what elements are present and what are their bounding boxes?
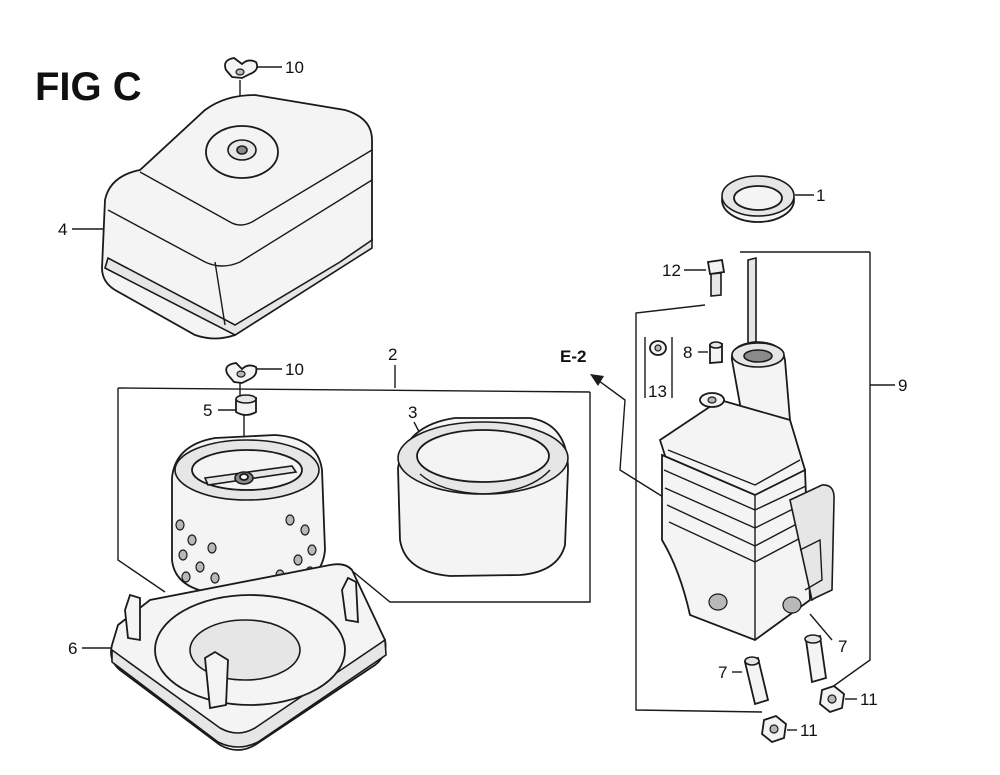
callout-11-right: 11: [860, 690, 878, 709]
reference-arrowhead: [590, 374, 604, 386]
breather-tube-left[interactable]: [743, 656, 770, 706]
bolt[interactable]: [706, 258, 726, 297]
air-cleaner-base[interactable]: [110, 563, 387, 751]
nut-left[interactable]: [761, 714, 787, 744]
callout-6: 6: [68, 639, 77, 658]
clip[interactable]: [649, 340, 667, 356]
callout-8: 8: [683, 343, 692, 362]
air-cleaner-cover[interactable]: [101, 94, 373, 340]
callout-labels: 10 4 10 2 5 3 6 1 12 8 13 9 7 7 11 11 E-…: [58, 58, 907, 740]
reference-e2: E-2: [560, 347, 586, 366]
elbow-case[interactable]: [658, 256, 835, 642]
callout-7-left: 7: [718, 663, 727, 682]
wing-nut-top[interactable]: [224, 57, 259, 79]
callout-10-top: 10: [285, 58, 304, 77]
callout-1: 1: [816, 186, 825, 205]
seal-ring[interactable]: [721, 175, 795, 223]
nut-right[interactable]: [819, 684, 845, 714]
callout-13: 13: [648, 382, 667, 401]
callout-9: 9: [898, 376, 907, 395]
callout-2: 2: [388, 345, 397, 364]
callout-5: 5: [203, 401, 212, 420]
foam-element[interactable]: [397, 417, 569, 577]
callout-12: 12: [662, 261, 681, 280]
collar[interactable]: [709, 341, 723, 364]
figure-title: FIG C: [35, 65, 142, 109]
callout-3: 3: [408, 403, 417, 422]
leader-lines: [72, 66, 895, 731]
callout-11-left: 11: [800, 721, 818, 740]
filter-element-assembly[interactable]: [171, 434, 326, 595]
breather-tube-right[interactable]: [804, 634, 828, 684]
callout-7-right: 7: [838, 637, 847, 656]
grommet[interactable]: [235, 394, 257, 416]
callout-4: 4: [58, 220, 67, 239]
callout-10-mid: 10: [285, 360, 304, 379]
wing-nut-mid[interactable]: [225, 362, 258, 384]
